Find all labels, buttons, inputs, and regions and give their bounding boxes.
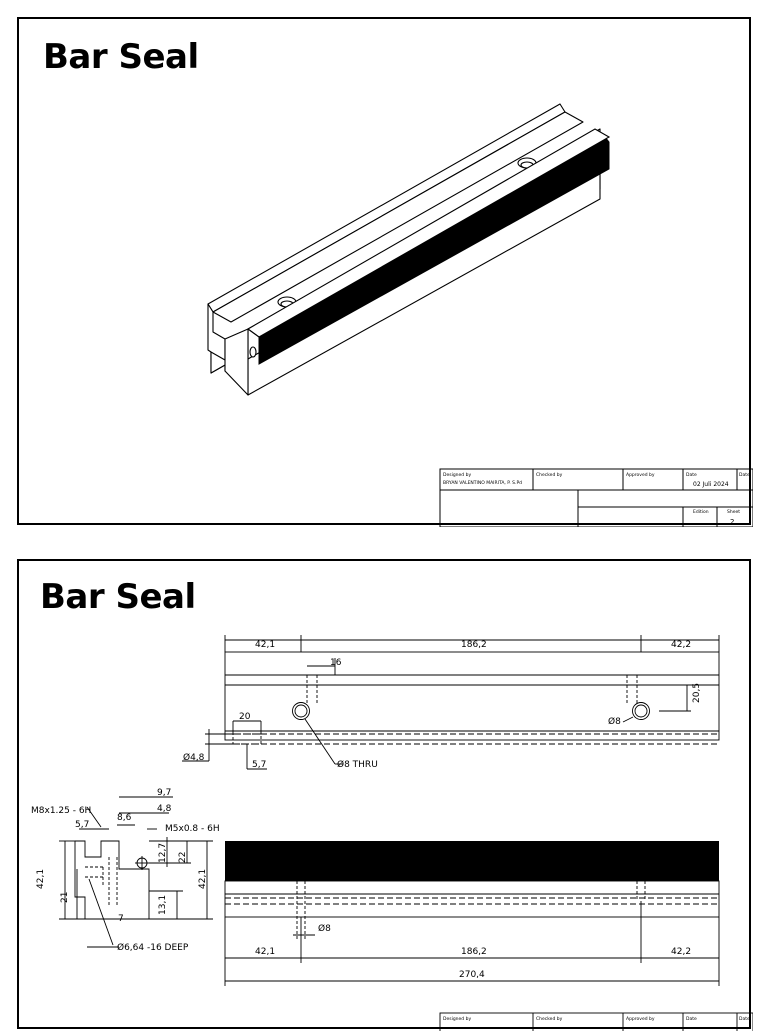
dim-dia-slot: Ø4,8 <box>183 752 205 763</box>
dim-front-left: 42,1 <box>255 947 275 957</box>
side-hole <box>249 346 257 358</box>
front-hole-label: Ø8 <box>318 923 331 934</box>
tb-checked-label: Checked by <box>536 1016 563 1022</box>
dim-22: 22 <box>178 852 188 863</box>
tb-sheet-label: Sheet <box>727 509 740 515</box>
front-view <box>224 880 720 986</box>
dim-front-mid: 186,2 <box>461 947 487 957</box>
tb-date-value: 02 Juli 2024 <box>693 481 729 488</box>
isometric-view: Designed by BRYAN VALENTINO MAIRITA, P. … <box>207 103 753 527</box>
dim-slot: 20 <box>239 712 251 722</box>
drawing-sheet-isometric: Bar Seal <box>17 17 753 527</box>
dim-height: 20,5 <box>692 683 702 703</box>
dim-4-8: 4,8 <box>157 804 172 814</box>
tb-designed-label: Designed by <box>443 472 471 478</box>
dim-small: 5,7 <box>252 760 266 770</box>
title-block <box>439 1012 753 1031</box>
tb-approved-label: Approved by <box>626 472 655 478</box>
thread-m8: M8x1.25 - 6H <box>31 806 91 816</box>
title-block <box>439 468 753 527</box>
dim-12-7: 12,7 <box>158 843 168 863</box>
seal-top-edge <box>246 128 611 338</box>
tb-designed-value: BRYAN VALENTINO MAIRITA, P. S.Pd <box>443 480 522 486</box>
tb-approved-label: Approved by <box>626 1016 655 1022</box>
top-view <box>182 635 720 770</box>
dim-13-1: 13,1 <box>158 895 168 915</box>
dim-9-7: 9,7 <box>157 788 171 798</box>
end-face-right <box>224 328 249 396</box>
tb-checked-label: Checked by <box>536 472 563 478</box>
dim-counterbore: 16 <box>330 658 342 668</box>
hole-thru-label: Ø8 THRU <box>337 759 378 770</box>
tb-date2-label: Date <box>739 1016 750 1022</box>
sheet-title: Bar Seal <box>40 577 196 617</box>
dim-top-left: 42,1 <box>255 640 275 650</box>
hole-right-label: Ø8 <box>608 716 621 727</box>
thread-m5: M5x0.8 - 6H <box>165 824 220 834</box>
drawing-sheet-orthographic: Bar Seal <box>17 559 753 1031</box>
seal-strip-front <box>225 841 719 881</box>
dim-5-7: 5,7 <box>75 820 89 830</box>
dim-42-1-right: 42,1 <box>198 869 208 889</box>
dim-42-1-left: 42,1 <box>36 869 46 889</box>
dim-8-6: 8,6 <box>117 813 132 823</box>
tb-date-label: Date <box>686 472 697 478</box>
orthographic-views: 42,1 186,2 42,2 16 20,5 20 Ø4,8 5,7 Ø8 T… <box>31 635 753 1031</box>
dim-21: 21 <box>60 892 70 903</box>
deep-label: Ø6,64 -16 DEEP <box>117 942 189 953</box>
dim-front-right: 42,2 <box>671 947 691 957</box>
tb-designed-label: Designed by <box>443 1016 471 1022</box>
dim-top-mid: 186,2 <box>461 640 487 650</box>
tb-edition-label: Edition <box>693 509 709 515</box>
sheet-title: Bar Seal <box>43 37 199 77</box>
side-view <box>59 796 213 948</box>
tb-sheet-value: 2 <box>730 518 734 526</box>
dim-front-total: 270,4 <box>459 970 485 980</box>
dim-7: 7 <box>118 914 124 924</box>
tb-date-label: Date <box>686 1016 697 1022</box>
channel-floor <box>212 111 584 323</box>
dim-top-right: 42,2 <box>671 640 691 650</box>
tb-date2-label: Date <box>739 472 750 478</box>
